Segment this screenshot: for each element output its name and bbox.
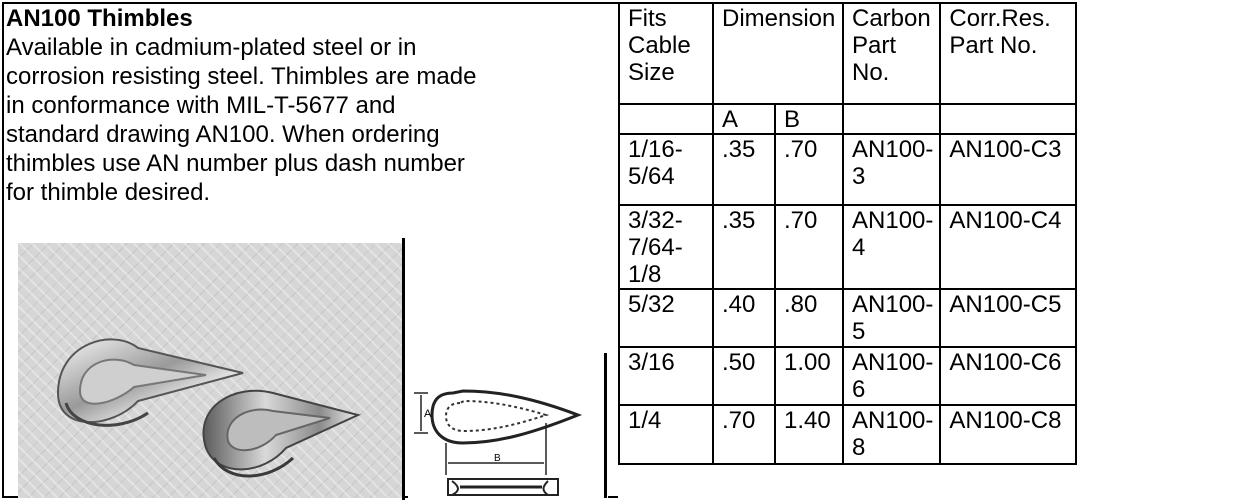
description-line: Available in cadmium-plated steel or in (6, 34, 417, 61)
cell-dim-a: .50 (712, 346, 776, 406)
cell-corr-res-part: AN100-C3 (939, 133, 1078, 206)
description-line: for thimble desired. (6, 179, 211, 206)
cell-dim-a: .35 (712, 204, 776, 290)
table-subheader-row: A B (618, 103, 1078, 135)
product-text-block: AN100 Thimbles Available in cadmium-plat… (6, 4, 616, 207)
cell-line: 1/16- (628, 136, 683, 163)
photo-divider-line (402, 238, 405, 500)
cell-line: 3/32- (628, 207, 683, 234)
cell-dim-b: 1.40 (774, 404, 844, 465)
cell-cable-size: 1/16- 5/64 (618, 133, 714, 206)
dim-a-label: A (424, 408, 432, 420)
left-thimble (56, 338, 244, 427)
cell-line: 8 (852, 434, 866, 461)
table-row: 1/4 .70 1.40 AN100- 8 AN100-C8 (618, 404, 1078, 465)
product-title: AN100 Thimbles (6, 5, 193, 32)
cell-dim-a: .70 (712, 404, 776, 465)
cell-line: 4 (852, 234, 866, 261)
cell-cable-size: 5/32 (618, 288, 714, 348)
table-header-row: Fits Cable Size Dimension Carbon Part No… (618, 2, 1078, 105)
cell-line: AN100- (852, 136, 934, 163)
cell-carbon-part: AN100- 6 (841, 346, 942, 406)
cell-corr-res-part: AN100-C8 (939, 404, 1078, 465)
header-dim-b: B (774, 103, 844, 135)
cell-corr-res-part: AN100-C6 (939, 346, 1078, 406)
thimble-dimension-drawing: A B (408, 353, 608, 498)
header-fits-cable-size: Fits Cable Size (618, 2, 714, 105)
table-row: 3/32- 7/64-1/8 .35 .70 AN100- 4 AN100-C4 (618, 204, 1078, 290)
cell-carbon-part: AN100- 3 (841, 133, 942, 206)
cell-cable-size: 3/32- 7/64-1/8 (618, 204, 714, 290)
cell-line: 7/64-1/8 (628, 234, 683, 288)
table-cell (841, 103, 942, 135)
header-dim-a: A (712, 103, 776, 135)
cell-dim-a: .35 (712, 133, 776, 206)
thimbles-photo-art (56, 338, 361, 478)
header-dimension: Dimension (712, 2, 844, 105)
cell-dim-b: .70 (774, 204, 844, 290)
table-cell (618, 103, 714, 135)
cell-dim-b: 1.00 (774, 346, 844, 406)
cell-carbon-part: AN100- 5 (841, 288, 942, 348)
cell-line: 3 (852, 163, 866, 190)
cell-cable-size: 3/16 (618, 346, 714, 406)
table-row: 3/16 .50 1.00 AN100- 6 AN100-C6 (618, 346, 1078, 406)
cell-carbon-part: AN100- 4 (841, 204, 942, 290)
table-row: 1/16- 5/64 .35 .70 AN100- 3 AN100-C3 (618, 133, 1078, 206)
header-text: Carbon (852, 5, 931, 32)
thimble-spec-table: Fits Cable Size Dimension Carbon Part No… (618, 2, 1078, 465)
cell-corr-res-part: AN100-C4 (939, 204, 1078, 290)
cell-cable-size: 1/4 (618, 404, 714, 465)
cell-line: AN100- (852, 407, 934, 434)
cell-line: 5 (852, 318, 866, 345)
header-text: Corr.Res. (949, 5, 1051, 32)
description-line: thimbles use AN number plus dash number (6, 150, 465, 177)
right-thimble (202, 389, 361, 478)
cell-line: 5/64 (628, 163, 675, 190)
dimension-drawing-art: A B (414, 389, 583, 496)
cell-line: AN100- (852, 207, 934, 234)
header-carbon-part-no: Carbon Part No. (841, 2, 942, 105)
drawing-divider-line (604, 353, 607, 498)
header-text: Part No. (852, 32, 897, 86)
cell-dim-b: .70 (774, 133, 844, 206)
description-line: corrosion resisting steel. Thimbles are … (6, 63, 477, 90)
cell-corr-res-part: AN100-C5 (939, 288, 1078, 348)
description-line: standard drawing AN100. When ordering (6, 121, 440, 148)
table-cell (939, 103, 1078, 135)
header-text: Size (628, 59, 675, 86)
table-row: 5/32 .40 .80 AN100- 5 AN100-C5 (618, 288, 1078, 348)
cell-line: 6 (852, 376, 866, 403)
cell-carbon-part: AN100- 8 (841, 404, 942, 465)
header-text: Fits (628, 5, 667, 32)
description-line: in conformance with MIL-T-5677 and (6, 92, 396, 119)
cell-dim-a: .40 (712, 288, 776, 348)
cell-dim-b: .80 (774, 288, 844, 348)
thimbles-photo (18, 243, 402, 498)
header-text: Part No. (949, 32, 1038, 59)
dim-b-label: B (494, 453, 501, 464)
header-corr-res-part-no: Corr.Res. Part No. (939, 2, 1078, 105)
header-text: Cable (628, 32, 691, 59)
cell-line: AN100- (852, 291, 934, 318)
cell-line: AN100- (852, 349, 934, 376)
